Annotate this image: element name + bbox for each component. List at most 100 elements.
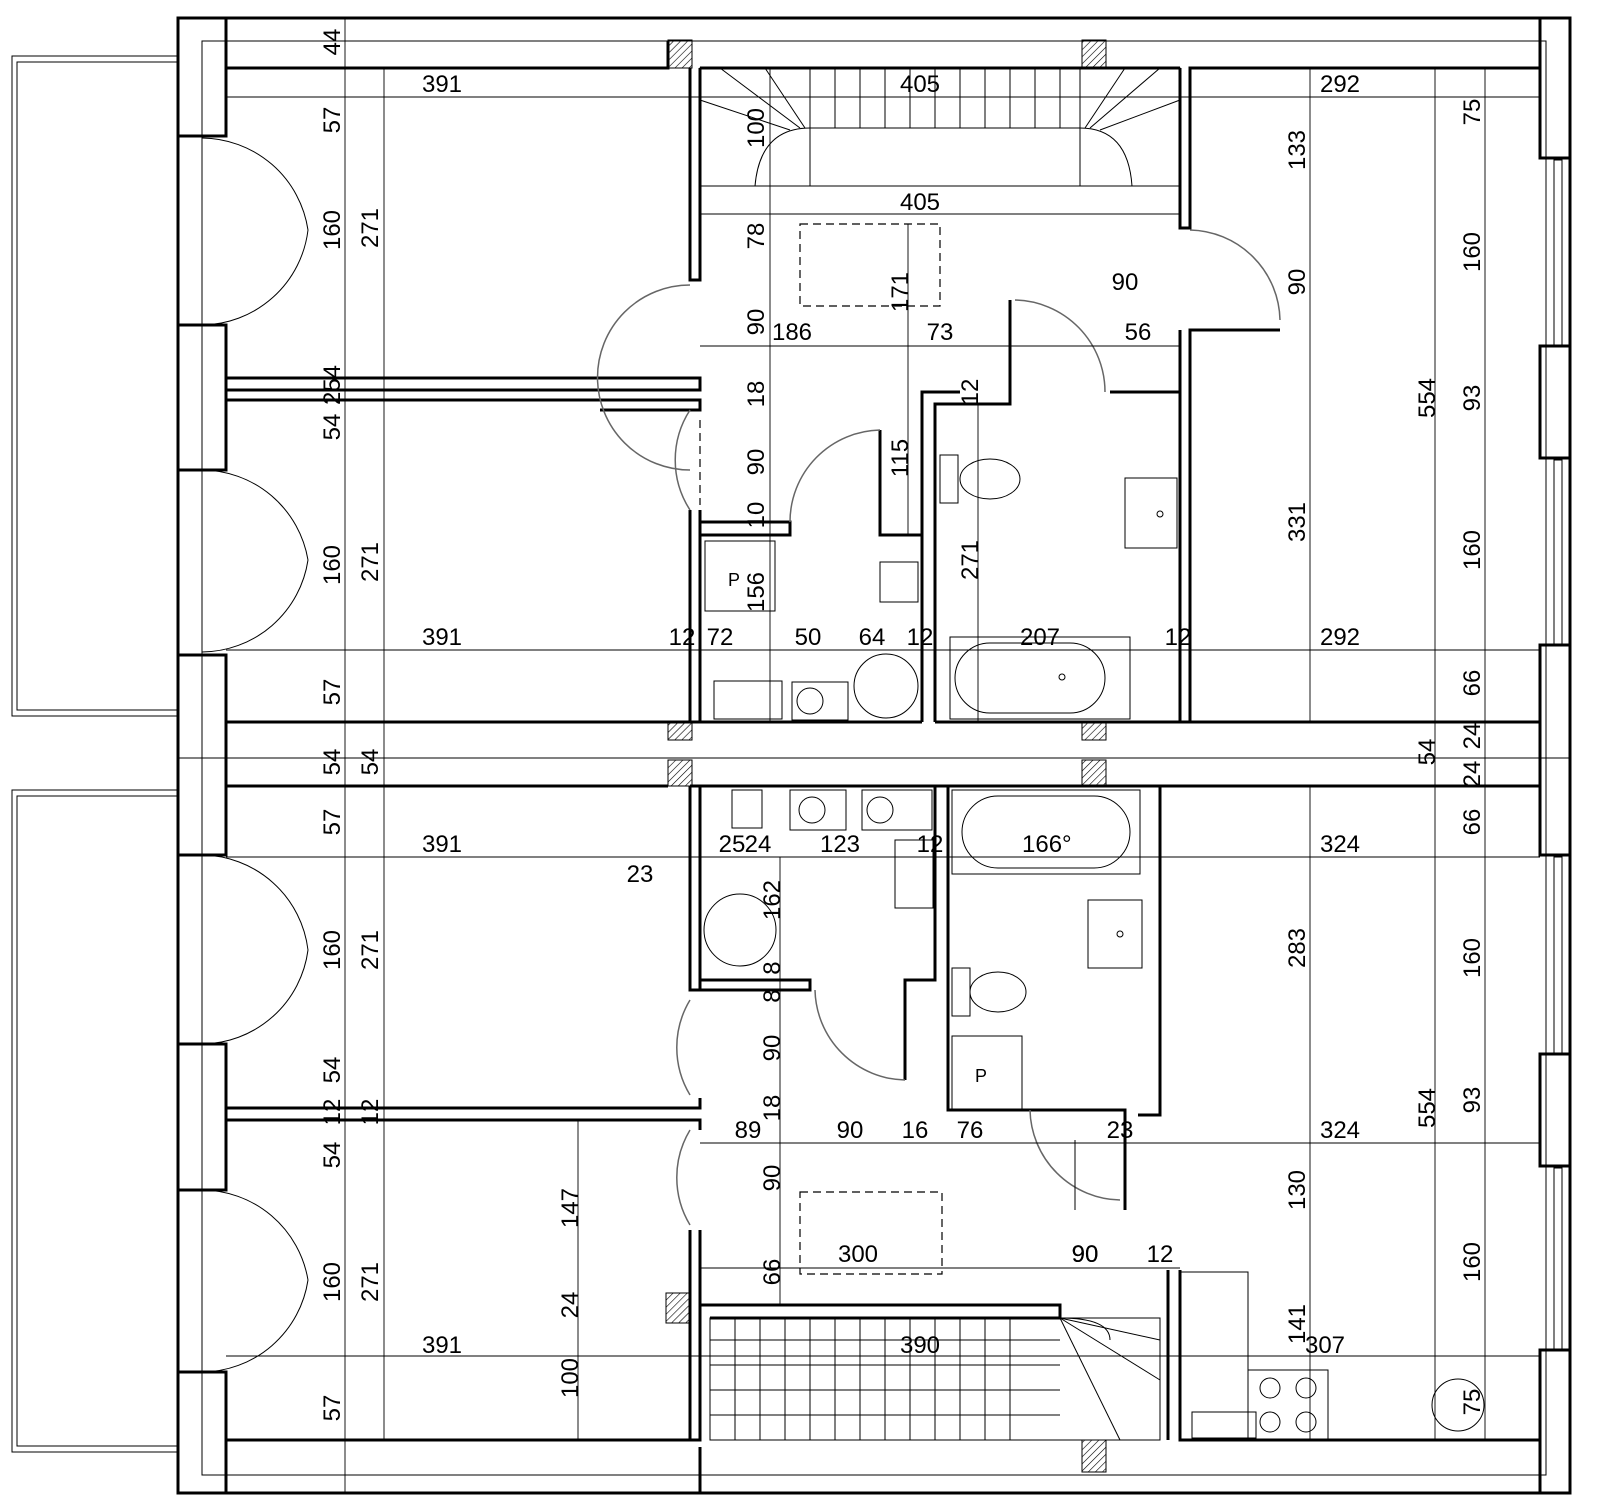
dimension-label: 89	[735, 1117, 762, 1144]
drain	[1058, 673, 1066, 681]
wall	[688, 68, 702, 282]
dimension-label: 66	[1459, 809, 1486, 836]
door-swing	[674, 409, 691, 511]
dimension-label: 73	[927, 319, 954, 346]
dimension-label: 156	[743, 572, 770, 612]
dimension-label: 54	[319, 1142, 346, 1169]
dimension-label: 133	[1284, 130, 1311, 170]
dimension-label: 64	[859, 624, 886, 651]
wall	[700, 1303, 1062, 1320]
door-swing	[201, 469, 309, 561]
door-swing	[201, 137, 309, 231]
burner	[1295, 1377, 1317, 1399]
dimension-label: 75	[1459, 1389, 1486, 1416]
skylight	[799, 1191, 943, 1275]
chimney	[1081, 1439, 1107, 1473]
door-swing	[201, 1279, 309, 1373]
dimension-label: 186	[772, 319, 812, 346]
bathtub-basin	[954, 642, 1106, 714]
stair-treads	[699, 67, 1181, 186]
wc-bowl	[969, 971, 1027, 1013]
dimension-label: 54	[357, 749, 384, 776]
dimension-label: 160	[319, 210, 346, 250]
wall	[920, 390, 960, 722]
wall	[688, 1230, 702, 1442]
dimension-label: 24	[745, 831, 772, 858]
wall	[946, 786, 1127, 1210]
balcony-doors	[201, 137, 309, 1373]
door-swing	[676, 1129, 691, 1226]
boiler	[951, 1035, 1023, 1111]
shower-tray	[703, 893, 777, 967]
kitchen-line	[1180, 1271, 1249, 1370]
sink	[879, 561, 919, 603]
dimension-label: 18	[759, 1095, 786, 1122]
wall	[226, 376, 702, 392]
dimension-label: 90	[743, 449, 770, 476]
dimension-label: 12	[1165, 624, 1192, 651]
dimension-label: 78	[743, 223, 770, 250]
dimension-label: 90	[759, 1035, 786, 1062]
dimension-label: 292	[1320, 71, 1360, 98]
door-swing	[814, 989, 906, 1081]
kitchen-hob	[1247, 1369, 1329, 1441]
boiler	[704, 540, 776, 612]
dimension-label: 54	[319, 749, 346, 776]
door-swing	[201, 559, 309, 653]
door-swing	[1014, 299, 1106, 393]
upper-apartment: P	[224, 39, 1540, 741]
chimney	[667, 39, 693, 69]
balcony-upper-rail	[16, 61, 179, 711]
bathtub	[951, 789, 1141, 875]
dimension-label: 123	[820, 831, 860, 858]
dryer-drum	[866, 796, 894, 824]
pier	[1538, 1348, 1572, 1495]
dimension-label: 8	[759, 961, 786, 974]
dimension-label: 90	[1072, 1241, 1099, 1268]
dimension-label: 12	[957, 379, 984, 406]
washer-drum	[796, 687, 824, 715]
shower-tray	[853, 653, 919, 719]
balcony-upper	[11, 55, 179, 717]
building-outline	[176, 16, 1572, 1495]
washbasin	[1087, 899, 1143, 969]
dimension-label: 115	[887, 439, 914, 477]
dimension-label: 57	[319, 679, 346, 706]
dimension-label: 93	[1459, 1087, 1486, 1114]
stair-treads	[710, 1317, 1161, 1441]
dimension-label: 554	[1414, 1088, 1441, 1128]
burner	[1259, 1411, 1281, 1433]
dimension-label: 90	[1284, 269, 1311, 296]
dimension-label: 24	[1459, 723, 1486, 750]
dryer	[861, 789, 933, 831]
dimension-label: 12	[319, 1099, 346, 1126]
washer-drum	[798, 796, 826, 824]
dimension-label: 93	[1459, 385, 1486, 412]
dimension-label: 24	[1459, 761, 1486, 788]
outer-walls	[176, 16, 1572, 1495]
dimension-label: 90	[1072, 1241, 1099, 1268]
dimension-label: 100	[557, 1358, 584, 1398]
dimension-label: 207	[1020, 624, 1060, 651]
bathtub-basin	[961, 795, 1131, 869]
dimension-label: 391	[422, 624, 462, 651]
dimension-label: 57	[319, 809, 346, 836]
tap	[1156, 510, 1164, 518]
wall	[688, 786, 702, 992]
dimension-label: 271	[357, 930, 384, 970]
wall	[1138, 786, 1162, 1117]
dimension-label: 12	[357, 1099, 384, 1126]
dimension-label: 390	[900, 1332, 940, 1359]
dimension-label: 56	[1125, 319, 1152, 346]
stair-rail	[754, 127, 1133, 187]
dimension-label: 162	[759, 880, 786, 920]
kitchen-counter	[1191, 1411, 1257, 1439]
wall	[1178, 1270, 1540, 1442]
cabinet	[713, 680, 783, 720]
dimension-label: 76	[957, 1117, 984, 1144]
dimension-label: 10	[743, 502, 770, 529]
dimension-lines	[226, 18, 1540, 1493]
window	[1553, 459, 1563, 645]
balcony-lower-rail	[16, 795, 179, 1447]
